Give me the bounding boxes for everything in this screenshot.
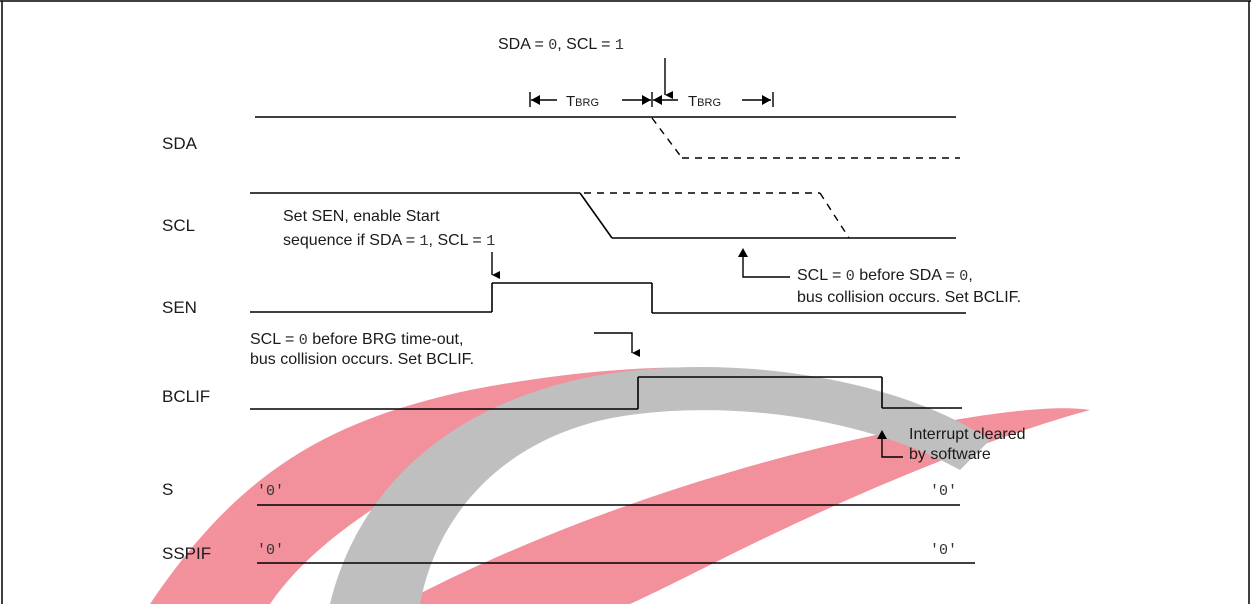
tbrg-marker-left: TBRG	[529, 92, 653, 110]
svg-text:Interrupt cleared: Interrupt cleared	[909, 426, 1026, 443]
top-annotation: SDA = 0, SCL = 1	[498, 36, 624, 54]
svg-text:Set SEN, enable Start: Set SEN, enable Start	[283, 208, 440, 225]
signal-label-sda: SDA	[162, 134, 198, 153]
sen-waveform	[250, 282, 966, 314]
set-sen-annotation: Set SEN, enable Start sequence if SDA = …	[283, 208, 500, 279]
sspif-end-value: '0'	[930, 542, 957, 559]
signal-label-sspif: SSPIF	[162, 544, 211, 563]
tbrg-label-right: TBRG	[688, 93, 721, 110]
tbrg-label-left: TBRG	[566, 93, 599, 110]
svg-text:bus collision occurs. Set BCLI: bus collision occurs. Set BCLIF.	[250, 351, 474, 368]
s-waveform: '0' '0'	[257, 483, 960, 506]
s-start-value: '0'	[257, 483, 284, 500]
bclif-waveform	[250, 376, 962, 410]
interrupt-cleared-annotation: Interrupt cleared by software	[877, 426, 1026, 463]
scl-collision-annotation: SCL = 0 before SDA = 0, bus collision oc…	[738, 248, 1021, 306]
s-end-value: '0'	[930, 483, 957, 500]
signal-label-bclif: BCLIF	[162, 387, 210, 406]
sspif-waveform: '0' '0'	[257, 542, 975, 564]
watermark-red-swoosh	[150, 367, 760, 604]
svg-text:sequence if SDA = 1, SCL = 1: sequence if SDA = 1, SCL = 1	[283, 232, 495, 250]
svg-text:SCL = 0 before SDA = 0,: SCL = 0 before SDA = 0,	[797, 267, 973, 285]
watermark-logo	[150, 366, 1090, 604]
signal-label-s: S	[162, 480, 173, 499]
svg-text:SCL = 0 before BRG time-out,: SCL = 0 before BRG time-out,	[250, 331, 463, 349]
brg-collision-annotation: SCL = 0 before BRG time-out, bus collisi…	[250, 331, 640, 368]
watermark-red-swoosh-right	[400, 408, 1090, 604]
svg-text:by software: by software	[909, 446, 991, 463]
signal-label-sen: SEN	[162, 298, 197, 317]
svg-text:bus collision occurs. Set BCLI: bus collision occurs. Set BCLIF.	[797, 289, 1021, 306]
sda-waveform	[255, 116, 960, 159]
scl-waveform	[250, 192, 956, 239]
sspif-start-value: '0'	[257, 542, 284, 559]
signal-label-scl: SCL	[162, 216, 195, 235]
tbrg-marker-right: TBRG	[653, 92, 774, 110]
watermark-gray-arc	[330, 366, 990, 604]
